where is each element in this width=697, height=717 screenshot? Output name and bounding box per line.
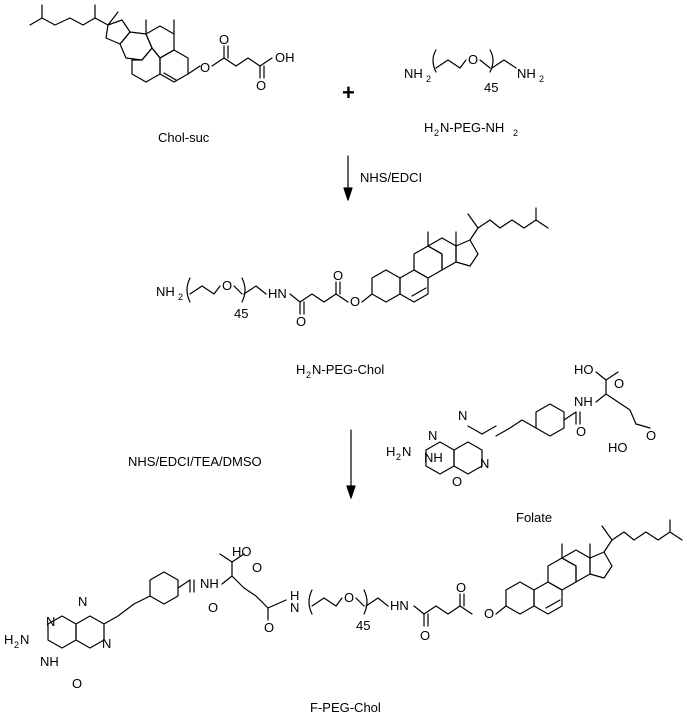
svg-text:NH: NH [404, 66, 423, 81]
svg-text:H: H [296, 362, 305, 377]
svg-text:N: N [428, 428, 437, 443]
svg-text:2: 2 [539, 74, 544, 84]
svg-text:N-PEG-Chol: N-PEG-Chol [312, 362, 384, 377]
svg-text:NH: NH [200, 576, 219, 591]
svg-text:N: N [102, 636, 111, 651]
svg-text:H: H [386, 444, 395, 459]
folate-caption: Folate [516, 510, 552, 525]
svg-text:O: O [344, 590, 354, 605]
svg-text:N: N [402, 444, 411, 459]
svg-text:2: 2 [306, 370, 311, 380]
chol-suc-structure: O O O OH [29, 4, 295, 93]
h2n-peg-nh2-caption: H 2 N-PEG-NH 2 [424, 120, 518, 138]
svg-text:NH: NH [156, 284, 175, 299]
svg-text:O: O [256, 78, 266, 93]
h2n-peg-nh2-structure: NH 2 O 45 NH 2 [404, 49, 544, 95]
svg-text:45: 45 [356, 618, 370, 633]
f-peg-chol-caption: F-PEG-Chol [310, 700, 381, 715]
svg-text:2: 2 [14, 640, 19, 650]
svg-text:2: 2 [426, 74, 431, 84]
reaction-arrow-2 [346, 429, 356, 499]
svg-text:NH: NH [424, 450, 443, 465]
svg-text:2: 2 [396, 452, 401, 462]
svg-text:H: H [424, 120, 433, 135]
svg-text:O: O [456, 580, 466, 595]
step-2-reagents: NHS/EDCI/TEA/DMSO [128, 454, 262, 469]
reaction-arrow-1 [343, 155, 353, 201]
svg-text:HO: HO [574, 362, 594, 377]
svg-text:N-PEG-NH: N-PEG-NH [440, 120, 504, 135]
svg-text:O: O [484, 606, 494, 621]
svg-text:O: O [219, 32, 229, 47]
svg-text:HN: HN [390, 598, 409, 613]
svg-text:O: O [452, 474, 462, 489]
svg-text:2: 2 [178, 292, 183, 302]
svg-text:O: O [576, 424, 586, 439]
svg-text:HN: HN [268, 286, 287, 301]
folate-structure: N N N NH H 2 N O O NH HO O HO O [386, 362, 656, 489]
svg-text:H: H [4, 632, 13, 647]
svg-text:O: O [296, 314, 306, 329]
svg-text:NH: NH [517, 66, 536, 81]
chol-suc-caption: Chol-suc [158, 130, 210, 145]
h2n-peg-chol-caption: H 2 N-PEG-Chol [296, 362, 384, 380]
svg-text:O: O [646, 428, 656, 443]
svg-text:H: H [290, 588, 299, 603]
svg-text:N: N [78, 594, 87, 609]
svg-text:2: 2 [434, 128, 439, 138]
svg-text:45: 45 [484, 80, 498, 95]
h2n-peg-chol-structure: NH 2 O 45 HN O O O [156, 207, 549, 329]
svg-text:O: O [614, 376, 624, 391]
svg-text:N: N [458, 408, 467, 423]
svg-text:O: O [72, 676, 82, 691]
plus-sign: + [342, 80, 355, 105]
svg-text:N: N [480, 456, 489, 471]
svg-text:2: 2 [513, 128, 518, 138]
svg-text:O: O [252, 560, 262, 575]
svg-text:N: N [20, 632, 29, 647]
svg-text:N: N [290, 600, 299, 615]
svg-text:45: 45 [234, 306, 248, 321]
svg-text:O: O [420, 628, 430, 643]
svg-text:NH: NH [40, 654, 59, 669]
svg-text:NH: NH [574, 394, 593, 409]
svg-text:O: O [208, 600, 218, 615]
step-1-reagents: NHS/EDCI [360, 170, 422, 185]
svg-text:O: O [264, 620, 274, 635]
f-peg-chol-structure: N N N NH H 2 N O O NH HO O O N H O 45 HN [4, 519, 683, 691]
svg-text:HO: HO [608, 440, 628, 455]
svg-text:O: O [350, 294, 360, 309]
svg-text:HO: HO [232, 544, 252, 559]
svg-text:O: O [222, 278, 232, 293]
chol-suc-oh-label: OH [275, 50, 295, 65]
svg-text:O: O [468, 52, 478, 67]
svg-text:O: O [333, 268, 343, 283]
svg-text:N: N [46, 614, 55, 629]
chol-suc-o-atom: O [200, 60, 210, 75]
